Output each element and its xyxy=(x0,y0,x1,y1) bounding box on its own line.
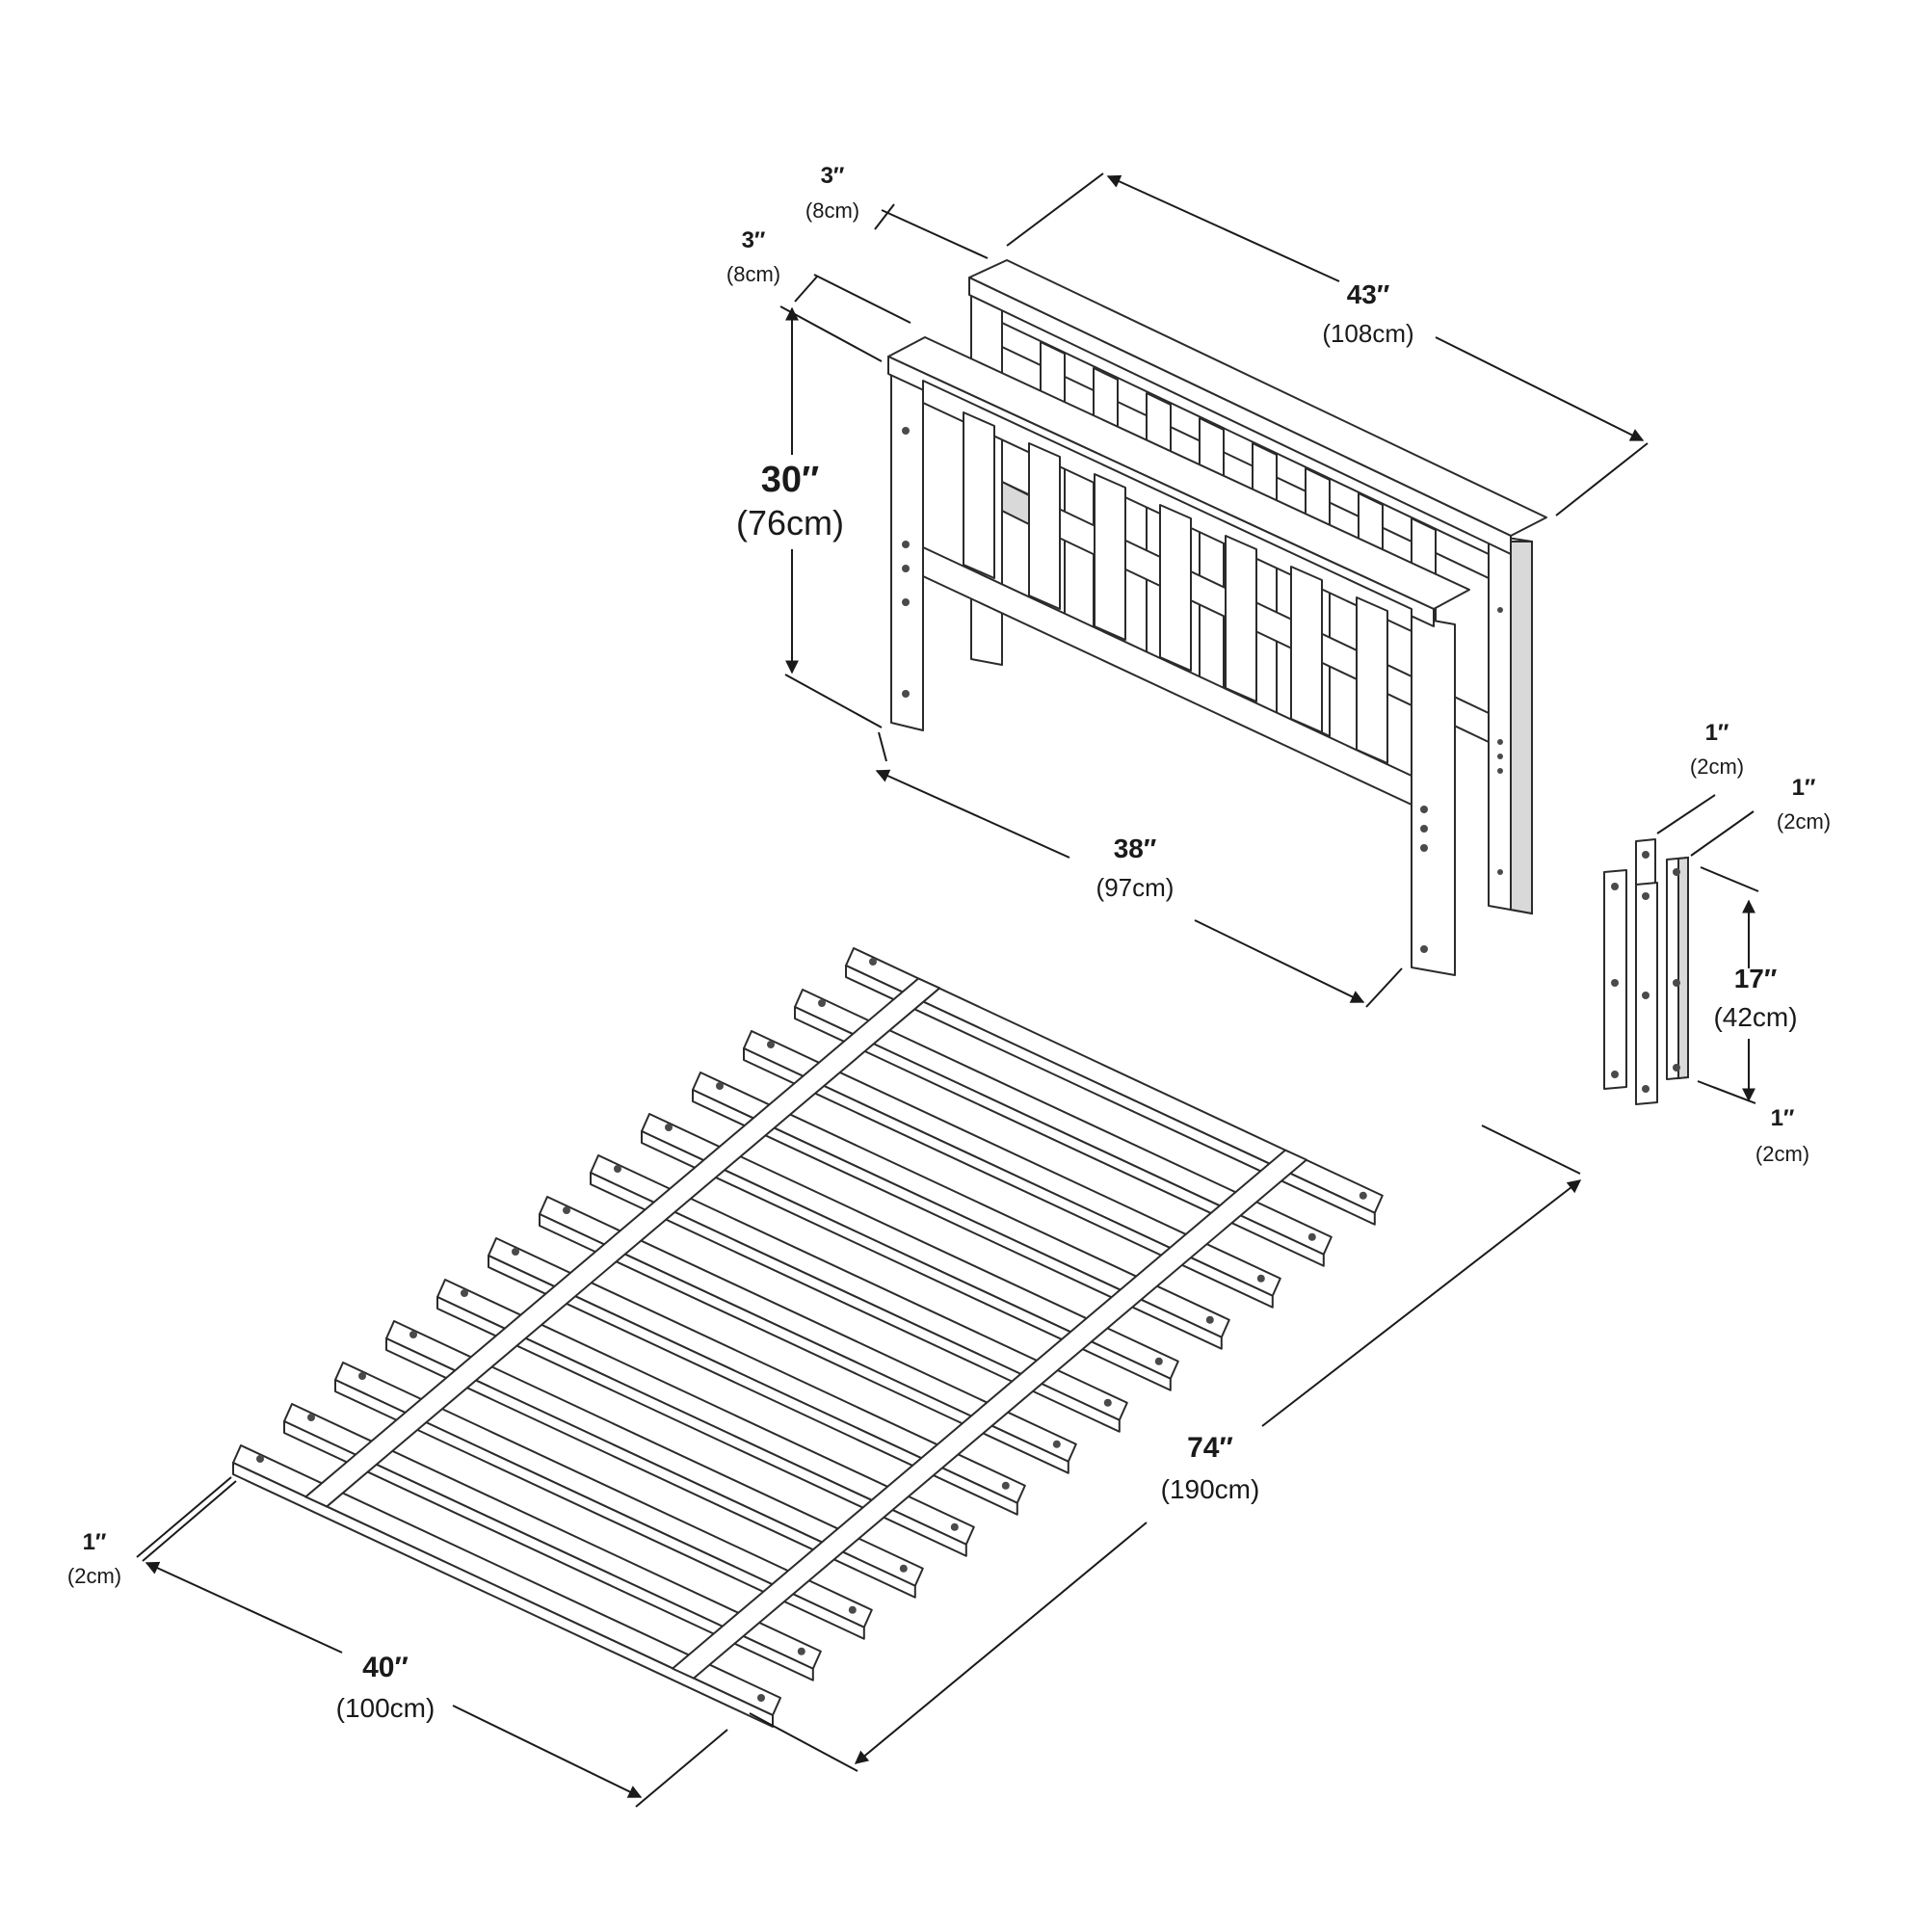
rail-width-metric: (2cm) xyxy=(1755,1142,1809,1166)
slat-hole xyxy=(665,1124,673,1131)
slat-hole xyxy=(1205,1315,1214,1324)
slat-hole xyxy=(1103,1398,1112,1407)
headboard-depth-label: 3″ xyxy=(821,163,845,189)
slat-thickness-metric: (2cm) xyxy=(67,1564,121,1588)
slat-thickness-label: 1″ xyxy=(83,1529,107,1555)
slat-edge-9 xyxy=(641,1130,1172,1391)
slat-roll-length-metric: (190cm) xyxy=(1161,1474,1260,1504)
slat-hole xyxy=(797,1647,805,1655)
slat-edge-6 xyxy=(488,1255,1018,1516)
slat-edge-5 xyxy=(436,1296,967,1557)
rail-width-label: 1″ xyxy=(1771,1105,1795,1131)
dimension-labels: 43″ (108cm) 38″ (97cm) 30″ (76cm) 3″ (8c… xyxy=(67,163,1831,1723)
footboard-left-leg xyxy=(890,370,924,731)
slat-hole xyxy=(256,1455,264,1463)
slat-edge-12 xyxy=(794,1006,1325,1267)
slat-hole xyxy=(869,958,877,966)
slat-edge-10 xyxy=(692,1089,1223,1350)
slat-hole xyxy=(409,1331,417,1338)
slat-hole xyxy=(358,1372,366,1380)
rail-piece-4 xyxy=(1635,882,1658,1105)
slat-hole xyxy=(818,999,826,1007)
slat-hole xyxy=(1256,1274,1265,1283)
slat-edge-11 xyxy=(743,1047,1274,1309)
slat-hole xyxy=(461,1289,468,1297)
slat-hole xyxy=(950,1522,959,1531)
rail-piece-3 xyxy=(1666,856,1689,1080)
footboard-depth-metric: (8cm) xyxy=(726,262,780,286)
slat-edge-4 xyxy=(385,1337,916,1599)
slat-roll-width-label: 40″ xyxy=(362,1652,409,1683)
panel-height-metric: (76cm) xyxy=(736,503,844,543)
slat-hole xyxy=(1001,1481,1010,1490)
slat-edge-8 xyxy=(590,1172,1121,1433)
rail-piece-1 xyxy=(1603,869,1627,1090)
slat-strap-1 xyxy=(304,977,941,1508)
slat-hole xyxy=(614,1165,621,1173)
rail-thickness-a-label: 1″ xyxy=(1705,720,1729,746)
slat-edge-3 xyxy=(334,1379,865,1640)
rail-thickness-b-metric: (2cm) xyxy=(1777,809,1831,834)
rail-thickness-b-label: 1″ xyxy=(1792,775,1816,801)
footboard-width-label: 38″ xyxy=(1114,834,1157,863)
slat-edge-7 xyxy=(539,1213,1069,1474)
footboard xyxy=(887,336,1470,976)
slat-hole xyxy=(716,1082,724,1090)
rail-length-label: 17″ xyxy=(1734,964,1778,993)
slat-edge-1 xyxy=(232,1462,774,1728)
slat-strap-2 xyxy=(672,1149,1307,1680)
slat-edge-2 xyxy=(283,1420,814,1681)
slat-hole xyxy=(1307,1232,1316,1241)
panel-height-label: 30″ xyxy=(761,460,819,500)
slat-hole xyxy=(767,1041,775,1048)
headboard-width-metric: (108cm) xyxy=(1322,319,1413,348)
slat-hole xyxy=(1359,1191,1367,1200)
slat-hole xyxy=(848,1605,857,1614)
footboard-lower-rail xyxy=(922,546,1412,806)
slat-roll xyxy=(232,947,1384,1728)
slat-hole xyxy=(1052,1440,1061,1448)
dimension-lines xyxy=(136,172,1759,1808)
slat-hole xyxy=(512,1248,519,1256)
rail-length-metric: (42cm) xyxy=(1713,1002,1797,1032)
headboard-depth-metric: (8cm) xyxy=(805,198,859,223)
slat-hole xyxy=(307,1414,315,1421)
slat-hole xyxy=(899,1564,908,1573)
slat-roll-width-metric: (100cm) xyxy=(336,1693,436,1723)
footboard-slats xyxy=(963,411,1388,764)
slat-roll-length-label: 74″ xyxy=(1187,1432,1233,1464)
side-rail-pieces xyxy=(1603,838,1689,1105)
slat-hole xyxy=(757,1694,765,1702)
slat-hole xyxy=(563,1206,570,1214)
headboard-width-label: 43″ xyxy=(1347,279,1390,309)
footboard-width-metric: (97cm) xyxy=(1096,873,1175,902)
rail-thickness-a-metric: (2cm) xyxy=(1690,754,1744,779)
slat-hole xyxy=(1154,1357,1163,1365)
footboard-depth-label: 3″ xyxy=(742,227,766,253)
footboard-right-leg xyxy=(1411,616,1456,976)
slat-edge-13 xyxy=(845,965,1376,1226)
